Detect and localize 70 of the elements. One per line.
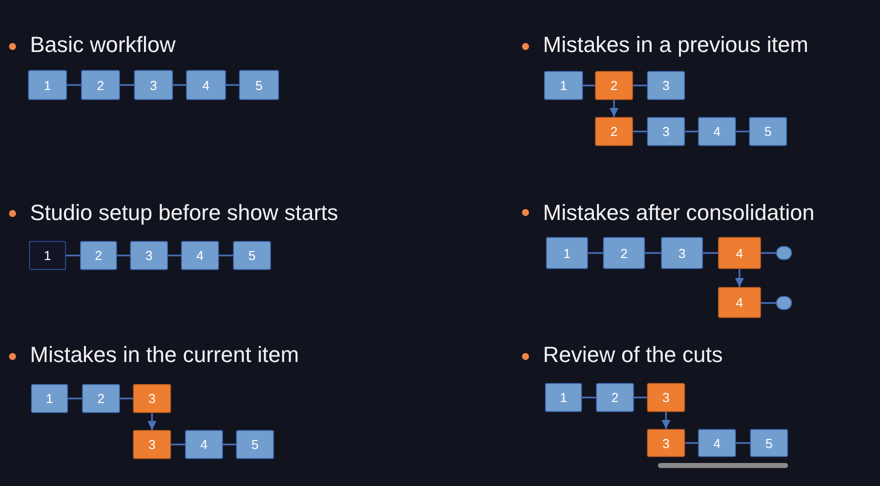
step-box: 3	[647, 71, 685, 100]
step-box: 3	[130, 241, 168, 270]
connector-line	[168, 254, 181, 256]
step-box: 5	[239, 70, 279, 100]
connector-line	[583, 84, 595, 86]
arrow	[610, 100, 618, 117]
connector-line	[703, 252, 718, 254]
step-box: 2	[595, 71, 633, 100]
step-box: 4	[185, 430, 223, 459]
connector-line	[67, 84, 81, 86]
step-box: 5	[236, 430, 274, 459]
step-box: 1	[31, 384, 68, 413]
connector-line	[117, 254, 130, 256]
step-box: 3	[647, 117, 685, 146]
arrow	[735, 269, 744, 287]
connector-line	[120, 398, 133, 400]
section-heading: Review of the cuts	[543, 344, 723, 366]
step-box: 4	[718, 237, 761, 269]
connector-line	[633, 84, 647, 86]
arrow	[662, 412, 670, 429]
connector-line	[66, 254, 80, 256]
step-box: 4	[181, 241, 219, 270]
step-box: 1	[545, 383, 582, 412]
step-box: 3	[647, 383, 685, 412]
step-box: 4	[698, 429, 736, 457]
connector-line	[219, 254, 233, 256]
connector-line	[685, 130, 698, 132]
connector-line	[645, 252, 661, 254]
step-box: 3	[661, 237, 703, 269]
step-box: 2	[80, 241, 117, 270]
connector-line	[223, 444, 236, 446]
step-box: 2	[596, 383, 634, 412]
connector-line	[120, 84, 134, 86]
section-heading: Mistakes in a previous item	[543, 34, 808, 56]
step-box: 2	[595, 117, 633, 146]
connector-line	[685, 442, 698, 444]
connector-line	[761, 252, 776, 254]
step-box: 2	[603, 237, 645, 269]
step-box: 4	[718, 287, 761, 318]
step-box: 3	[647, 429, 685, 457]
step-box: 5	[750, 429, 788, 457]
step-box: 1	[29, 241, 66, 270]
connector-line	[226, 84, 239, 86]
step-box: 3	[134, 70, 173, 100]
connector-line	[634, 396, 647, 398]
section-heading: Mistakes after consolidation	[543, 202, 814, 224]
step-box: 4	[698, 117, 736, 146]
step-box: 2	[82, 384, 120, 413]
connector-line	[582, 396, 596, 398]
connector-line	[588, 252, 603, 254]
connector-line	[736, 130, 749, 132]
step-box: 2	[81, 70, 120, 100]
section-heading: Mistakes in the current item	[30, 344, 299, 366]
step-box: 3	[133, 384, 171, 413]
step-box: 1	[28, 70, 67, 100]
connector-line	[736, 442, 750, 444]
step-box: 5	[749, 117, 787, 146]
connector-line	[633, 130, 647, 132]
connector-line	[171, 444, 185, 446]
step-box: 3	[133, 430, 171, 459]
arrow	[148, 413, 156, 430]
connector-line	[173, 84, 186, 86]
section-heading: Basic workflow	[30, 34, 176, 56]
connector-line	[68, 398, 82, 400]
section-heading: Studio setup before show starts	[30, 202, 338, 224]
step-box: 5	[233, 241, 271, 270]
step-box: 1	[544, 71, 583, 100]
step-box: 4	[186, 70, 226, 100]
connector-line	[761, 302, 776, 304]
step-box: 1	[546, 237, 588, 269]
